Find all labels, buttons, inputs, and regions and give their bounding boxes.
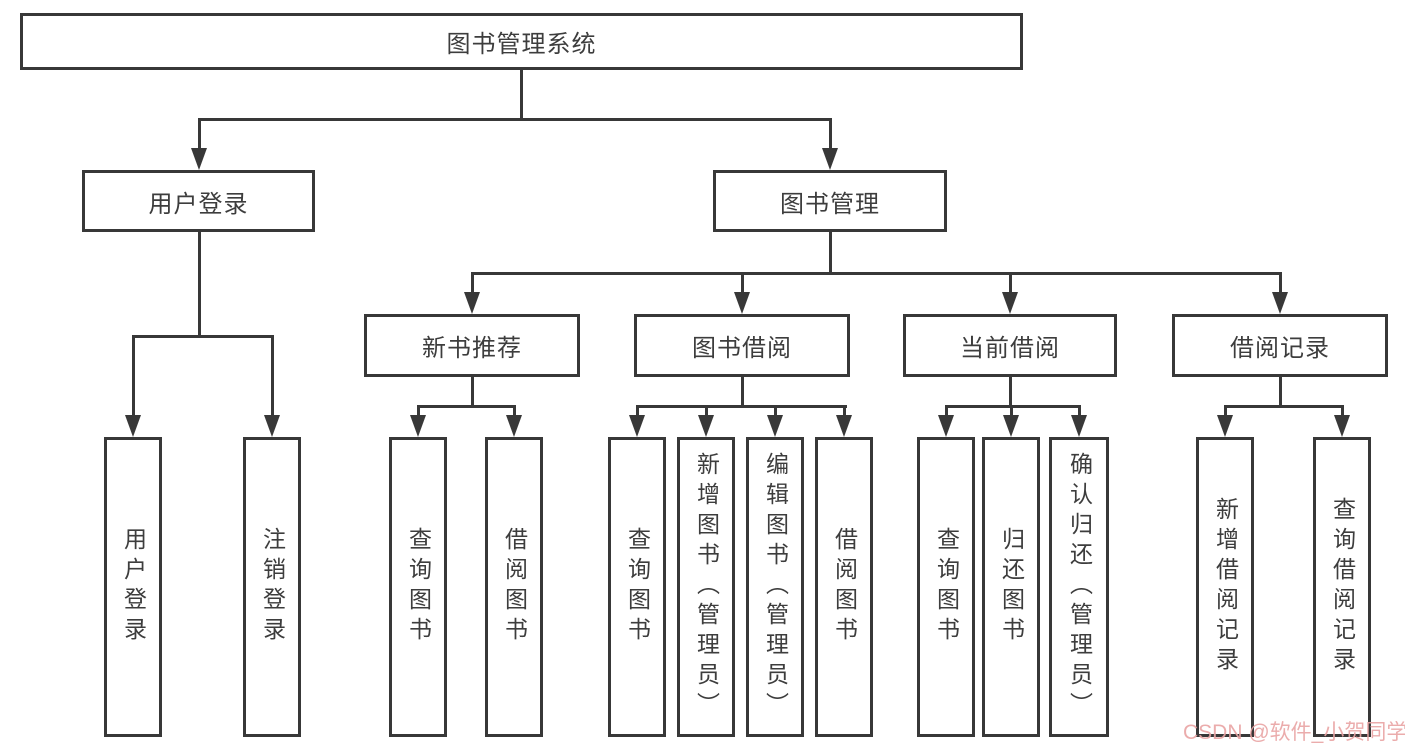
arrow-down-icon <box>629 415 645 437</box>
connector-line <box>740 377 744 407</box>
leaf-confirm-return-admin: 确认归还（管理员） <box>1049 437 1109 737</box>
leaf-user-login: 用户登录 <box>104 437 162 737</box>
connector-line <box>773 405 777 418</box>
csdn-watermark: CSDN @软件_小贺同学 <box>1183 721 1405 744</box>
connector-line <box>470 272 474 295</box>
connector-line <box>1223 405 1227 418</box>
leaf-add-book-admin: 新增图书（管理员） <box>677 437 735 737</box>
node-user-login-label: 用户登录 <box>148 190 249 218</box>
node-new-book-recommendation: 新书推荐 <box>364 314 580 377</box>
arrow-down-icon <box>938 415 954 437</box>
node-book-borrowing: 图书借阅 <box>634 314 850 377</box>
arrow-down-icon <box>836 415 852 437</box>
leaf-add-borrow-record-label: 新增借阅记录 <box>1212 497 1239 677</box>
node-new-book-label: 新书推荐 <box>422 335 522 362</box>
leaf-return-books-label: 归还图书 <box>998 527 1025 647</box>
node-book-management: 图书管理 <box>713 170 947 232</box>
connector-line <box>131 335 135 418</box>
leaf-query-books-current: 查询图书 <box>917 437 975 737</box>
connector-line <box>416 405 516 408</box>
connector-line <box>944 405 948 418</box>
node-root-label: 图书管理系统 <box>446 31 597 58</box>
node-borrowing-records: 借阅记录 <box>1172 314 1388 377</box>
connector-line <box>1223 405 1344 408</box>
node-book-management-label: 图书管理 <box>780 190 880 218</box>
connector-line <box>416 405 420 418</box>
connector-line <box>1008 377 1012 407</box>
leaf-query-books-recommend-label: 查询图书 <box>405 527 432 647</box>
leaf-borrow-books-recommend: 借阅图书 <box>485 437 543 737</box>
arrow-down-icon <box>1272 292 1288 314</box>
node-current-borrowing-label: 当前借阅 <box>960 335 1060 362</box>
arrow-down-icon <box>1002 292 1018 314</box>
arrow-down-icon <box>1003 415 1019 437</box>
node-current-borrowing: 当前借阅 <box>903 314 1117 377</box>
connector-line <box>197 118 201 151</box>
connector-line <box>1077 405 1081 418</box>
connector-line <box>1278 272 1282 295</box>
connector-line <box>512 405 516 418</box>
leaf-confirm-return-admin-label: 确认归还（管理员） <box>1066 452 1093 722</box>
connector-line <box>842 405 846 418</box>
arrow-down-icon <box>698 415 714 437</box>
connector-line <box>635 405 847 408</box>
arrow-down-icon <box>822 148 838 170</box>
connector-line <box>1278 377 1282 407</box>
leaf-query-books-recommend: 查询图书 <box>389 437 447 737</box>
node-user-login: 用户登录 <box>82 170 315 232</box>
leaf-borrow-books-label: 借阅图书 <box>831 527 858 647</box>
connector-line <box>470 377 474 407</box>
arrow-down-icon <box>767 415 783 437</box>
connector-line <box>635 405 639 418</box>
connector-line <box>1340 405 1344 418</box>
connector-line <box>704 405 708 418</box>
arrow-down-icon <box>264 415 280 437</box>
connector-line <box>197 232 201 337</box>
connector-line <box>131 335 274 338</box>
connector-line <box>828 232 832 275</box>
connector-line <box>1009 405 1013 418</box>
leaf-add-book-admin-label: 新增图书（管理员） <box>693 452 720 722</box>
node-root: 图书管理系统 <box>20 13 1023 70</box>
arrow-down-icon <box>506 415 522 437</box>
connector-line <box>197 118 832 121</box>
arrow-down-icon <box>125 415 141 437</box>
arrow-down-icon <box>191 148 207 170</box>
node-book-borrowing-label: 图书借阅 <box>692 335 792 362</box>
arrow-down-icon <box>464 292 480 314</box>
connector-line <box>519 70 523 119</box>
leaf-user-login-label: 用户登录 <box>120 527 147 647</box>
leaf-edit-book-admin: 编辑图书（管理员） <box>746 437 804 737</box>
leaf-logout-label: 注销登录 <box>259 527 286 647</box>
leaf-borrow-books: 借阅图书 <box>815 437 873 737</box>
connector-line <box>470 272 1282 275</box>
leaf-query-books-borrow: 查询图书 <box>608 437 666 737</box>
leaf-query-books-borrow-label: 查询图书 <box>624 527 651 647</box>
arrow-down-icon <box>1217 415 1233 437</box>
arrow-down-icon <box>1071 415 1087 437</box>
leaf-query-borrow-record-label: 查询借阅记录 <box>1329 497 1356 677</box>
connector-line <box>1008 272 1012 295</box>
leaf-borrow-books-recommend-label: 借阅图书 <box>501 527 528 647</box>
leaf-return-books: 归还图书 <box>982 437 1040 737</box>
leaf-edit-book-admin-label: 编辑图书（管理员） <box>762 452 789 722</box>
arrow-down-icon <box>734 292 750 314</box>
arrow-down-icon <box>410 415 426 437</box>
leaf-query-borrow-record: 查询借阅记录 <box>1313 437 1371 737</box>
connector-line <box>828 118 832 151</box>
connector-line <box>944 405 1081 408</box>
leaf-logout: 注销登录 <box>243 437 301 737</box>
connector-line <box>270 335 274 418</box>
node-borrowing-records-label: 借阅记录 <box>1230 335 1330 362</box>
leaf-add-borrow-record: 新增借阅记录 <box>1196 437 1254 737</box>
leaf-query-books-current-label: 查询图书 <box>933 527 960 647</box>
connector-line <box>740 272 744 295</box>
arrow-down-icon <box>1334 415 1350 437</box>
